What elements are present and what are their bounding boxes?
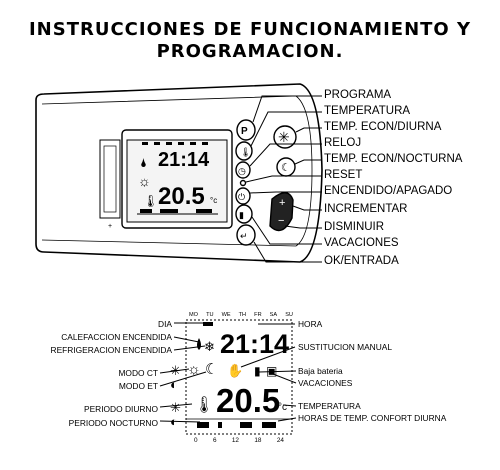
sun-button — [273, 125, 297, 149]
label-refrigeracion-encendida: REFRIGERACION ENCENDIDA — [50, 345, 172, 355]
day-th: TH — [238, 312, 247, 318]
thermostat-diagram: + 🌢 21:14 ☼ 20.5 °c 🌡 P 🌡 ◷ ⏻ ▮ — [35, 83, 323, 263]
label-reset: RESET — [324, 169, 363, 181]
label-baja-bateria: Baja bateria — [298, 366, 343, 376]
ok-button — [236, 224, 256, 246]
label-modo-et: MODO ET — [118, 381, 158, 391]
sun-marker-icon: ✳ — [170, 363, 181, 378]
lcd-outline — [185, 319, 293, 435]
svg-text:◷: ◷ — [238, 166, 246, 176]
svg-text:▮: ▮ — [239, 210, 244, 220]
day-row: MO TU WE TH FR SA SU — [189, 312, 293, 318]
program-button — [236, 119, 256, 141]
label-ok-entrada: OK/ENTRADA — [324, 255, 399, 267]
label-temperatura: TEMPERATURA — [324, 105, 411, 117]
lcd-legend-time: 21:14 — [220, 329, 289, 359]
svg-text:🌡: 🌡 — [240, 147, 251, 157]
svg-text:+: + — [108, 223, 112, 230]
moon-period-icon: ◐ — [170, 414, 178, 429]
lcd-legend-diagram: ❄ ☼ ☾ ✋ ▮ ▣ 🌡 21:14 20.5 °c — [159, 319, 297, 435]
label-dia: DIA — [158, 319, 172, 329]
label-encendido-apagado: ENCENDIDO/APAGADO — [324, 185, 453, 197]
label-temperatura-lcd: TEMPERATURA — [298, 401, 361, 411]
thermometer-icon: 🌡 — [194, 396, 214, 414]
day-tu: TU — [206, 312, 214, 318]
hand-icon: ✋ — [227, 363, 243, 378]
holiday-button — [235, 204, 253, 224]
leader-lines — [245, 95, 322, 263]
lcd-scale-bar — [137, 209, 218, 215]
button-column — [235, 119, 297, 246]
lcd-time: 21:14 — [158, 149, 210, 171]
lcd-legend-temp-unit: °c — [278, 402, 287, 413]
lcd-temp-unit: °c — [210, 196, 217, 205]
svg-text:−: − — [278, 215, 284, 227]
day-fr: FR — [254, 312, 262, 318]
lcd-sun-icon: ☼ — [138, 173, 151, 189]
hour-bars — [197, 422, 276, 428]
moon-marker-icon: ◐ — [170, 377, 178, 392]
scale-12: 12 — [231, 437, 239, 444]
day-sa: SA — [269, 312, 278, 318]
moon-icon: ☾ — [205, 361, 218, 378]
day-mo: MO — [189, 312, 199, 318]
svg-text:↵: ↵ — [240, 231, 248, 241]
scale-6: 6 — [212, 437, 217, 444]
label-disminuir: DISMINUIR — [324, 221, 385, 233]
day-su: SU — [285, 312, 293, 318]
lcd-thermometer-icon: 🌡 — [143, 194, 158, 208]
label-horas-confort: HORAS DE TEMP. CONFORT DIURNA — [298, 413, 447, 423]
sun-icon: ☼ — [187, 361, 201, 378]
lcd-legend-temp: 20.5 — [216, 382, 280, 419]
suitcase-icon: ▣ — [266, 364, 277, 378]
svg-text:✳: ✳ — [278, 129, 290, 145]
scale-24: 24 — [276, 437, 284, 444]
battery-icon: ▮ — [254, 364, 261, 378]
label-temp-econ-diurna: TEMP. ECON/DIURNA — [324, 121, 442, 133]
label-modo-ct: MODO CT — [118, 368, 158, 378]
lcd-day-bar — [142, 142, 208, 145]
day-we: WE — [221, 312, 231, 318]
flame-icon — [197, 338, 201, 350]
snowflake-icon: ❄ — [204, 339, 215, 354]
lcd-screen — [126, 139, 228, 223]
lcd-temp: 20.5 — [158, 183, 205, 210]
label-periodo-nocturno: PERIODO NOCTURNO — [68, 418, 158, 428]
label-vacaciones-lcd: VACACIONES — [298, 378, 353, 388]
svg-text:⏻: ⏻ — [238, 192, 245, 202]
scale-18: 18 — [254, 437, 262, 444]
label-reloj: RELOJ — [324, 137, 362, 149]
sun-period-icon: ✳ — [170, 400, 181, 415]
label-temp-econ-nocturna: TEMP. ECON/NOCTURNA — [324, 153, 463, 165]
title-line-2: PROGRAMACION. — [156, 41, 344, 62]
power-button — [235, 187, 251, 205]
label-programa: PROGRAMA — [324, 89, 392, 101]
lcd-flame-icon: 🌢 — [140, 156, 147, 170]
label-hora: HORA — [298, 319, 323, 329]
label-vacaciones: VACACIONES — [324, 237, 399, 249]
temperature-button — [235, 141, 253, 161]
svg-text:+: + — [279, 197, 285, 209]
svg-text:☾: ☾ — [281, 162, 291, 174]
clock-button — [235, 161, 251, 179]
label-periodo-diurno: PERIODO DIURNO — [84, 404, 158, 414]
title-line-1: INSTRUCCIONES DE FUNCIONAMIENTO Y — [28, 19, 472, 40]
svg-text:P: P — [241, 126, 248, 137]
up-down-rocker — [269, 192, 294, 232]
scale-0: 0 — [194, 437, 198, 444]
label-calefaccion-encendida: CALEFACCION ENCENDIDA — [61, 332, 172, 342]
label-sustitucion-manual: SUSTITUCION MANUAL — [298, 342, 392, 352]
legend-leader-lines — [159, 322, 297, 423]
label-incrementar: INCREMENTAR — [324, 203, 408, 215]
hour-scale: 0 6 12 18 24 — [194, 437, 284, 444]
reset-button — [239, 179, 247, 187]
